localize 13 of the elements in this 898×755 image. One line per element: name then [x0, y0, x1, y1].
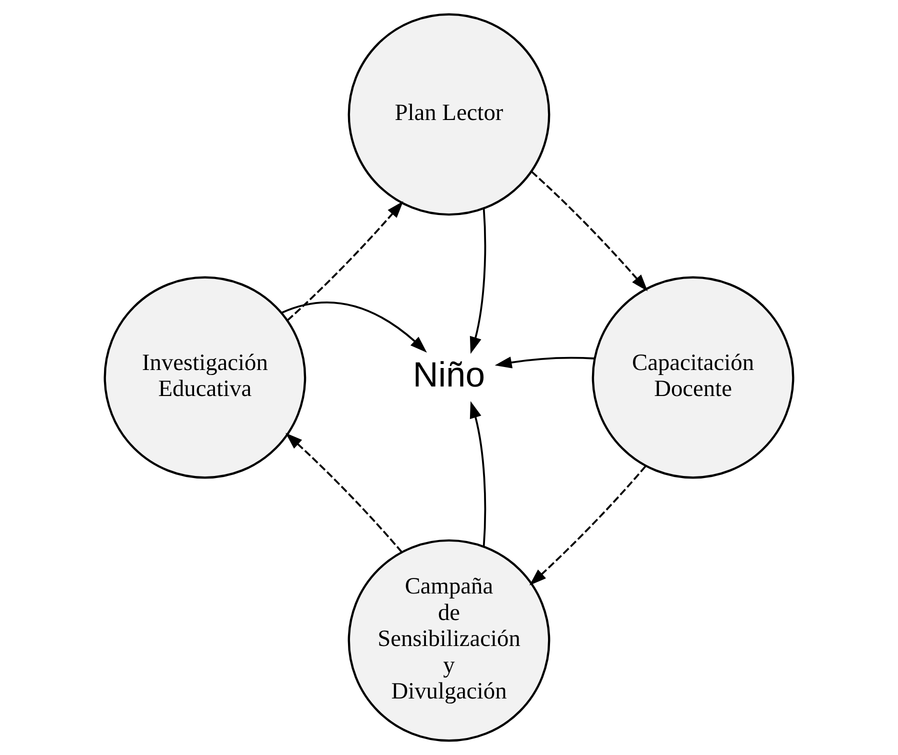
arrow: [470, 401, 486, 547]
node-text: Niño: [412, 356, 486, 395]
arrow: [529, 466, 646, 586]
arrow: [286, 201, 404, 322]
arrow: [281, 301, 427, 353]
node-circle: Campaña de Sensibilización y Divulgación: [348, 539, 550, 742]
node-circle: Capacitación Docente: [592, 276, 794, 479]
arrow: [286, 432, 402, 553]
arrow: [470, 208, 486, 354]
node-circle: Plan Lector: [348, 13, 550, 216]
node-circle: Investigación Educativa: [104, 276, 306, 479]
arrow: [531, 171, 648, 292]
arrow: [494, 356, 595, 368]
